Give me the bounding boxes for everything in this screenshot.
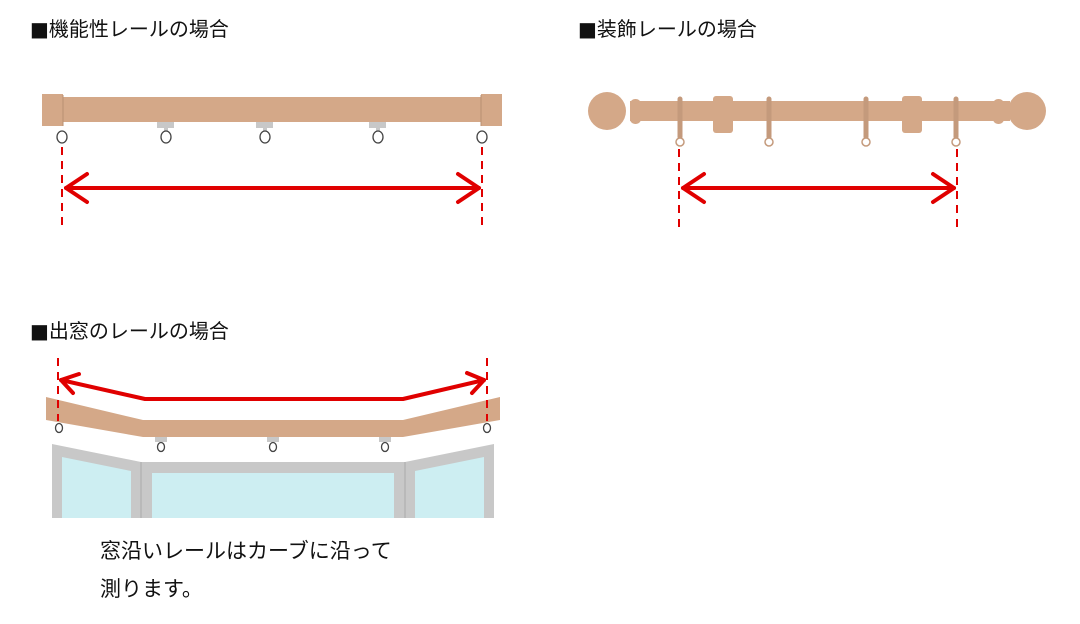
decorative-rail — [588, 92, 1046, 229]
measure-arrow — [681, 172, 956, 204]
heading-decorative-rail: ■装飾レールの場合 — [578, 17, 757, 41]
end-cap — [481, 94, 502, 126]
measure-arrow — [64, 172, 481, 204]
bay-window-rail — [46, 358, 500, 518]
functional-rail — [42, 94, 502, 229]
bracket — [902, 96, 922, 133]
heading-bay-window-rail: ■出窓のレールの場合 — [30, 319, 229, 343]
caption-line-1: 窓沿いレールはカーブに沿って — [100, 539, 392, 563]
finial — [588, 92, 626, 130]
end-cap — [42, 94, 63, 126]
measure-arrow — [59, 371, 486, 401]
finial — [1008, 92, 1046, 130]
bay-window — [52, 444, 494, 518]
runner-rings — [56, 130, 488, 144]
runner-rings — [54, 422, 492, 453]
bracket — [713, 96, 733, 133]
heading-functional-rail: ■機能性レールの場合 — [30, 17, 229, 41]
caption-line-2: 測ります。 — [100, 577, 203, 601]
